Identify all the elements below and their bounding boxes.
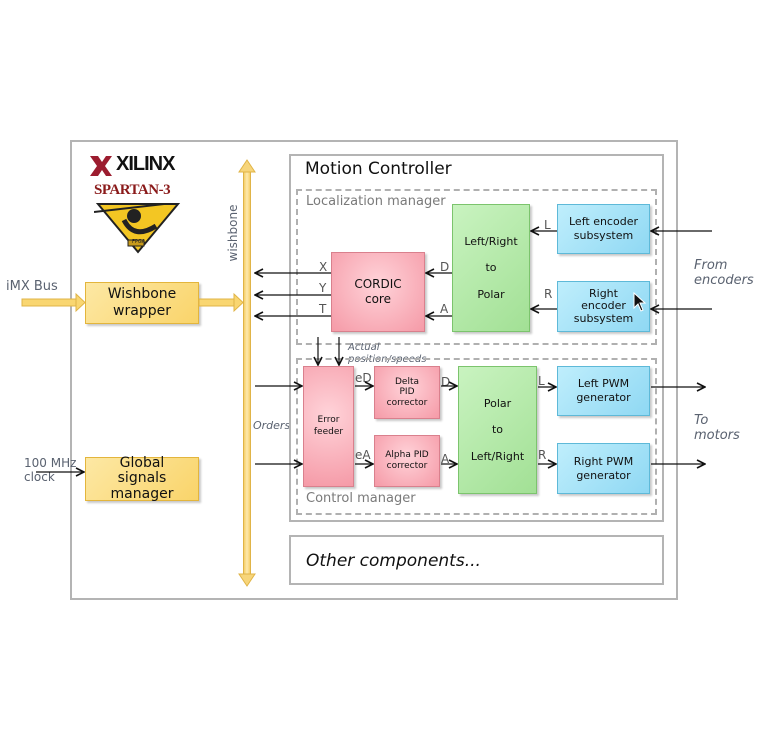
alpha-pid-block[interactable]: Alpha PID corrector [374,435,440,487]
other-components-frame[interactable] [289,535,664,585]
actual-label-line1: Actual [348,342,380,353]
motion-controller-title: Motion Controller [305,159,452,179]
signal-r-ctl: R [538,448,547,462]
signal-d-ctl: D [441,375,451,389]
clock-label-line1: 100 MHz [24,456,77,470]
left-encoder-block[interactable]: Left encoder subsystem [557,204,650,254]
signal-l-loc: L [544,218,551,232]
from-encoders-label-line2: encoders [694,273,754,288]
signal-t: T [319,302,327,316]
cordic-core-block[interactable]: CORDIC core [331,252,425,332]
lr-to-polar-block[interactable]: Left/Right to Polar [452,204,530,332]
to-motors-label-line2: motors [694,428,740,443]
imx-bus-label: iMX Bus [6,279,58,294]
signal-d-loc: D [440,260,450,274]
polar-to-lr-block[interactable]: Polar to Left/Right [458,366,537,494]
localization-manager-frame [296,189,657,345]
delta-pid-block[interactable]: Delta PID corrector [374,366,440,419]
signal-l-ctl: L [538,374,545,388]
signal-a-loc: A [440,302,449,316]
signal-a-ctl: A [441,452,450,466]
logo-brand-text: XILINX [116,153,175,175]
right-pwm-block[interactable]: Right PWM generator [557,443,650,494]
wishbone-wrapper-block[interactable]: Wishbone wrapper [85,282,199,324]
global-signals-manager-block[interactable]: Global signals manager [85,455,199,501]
xilinx-mark-icon [90,156,112,176]
signal-ed: eD [355,371,372,385]
signal-r-loc: R [544,287,553,301]
mouse-cursor-icon [633,292,647,312]
localization-manager-title: Localization manager [306,194,446,209]
wishbone-bus [243,168,251,578]
from-encoders-label-line1: From [694,258,728,273]
signal-ea: eA [355,448,371,462]
clock-label-line2: clock [24,470,55,484]
logo-badge-text: FPGA [132,239,146,245]
to-motors-label-line1: To [694,413,709,428]
signal-x: X [319,260,328,274]
wishbone-label: wishbone [226,204,240,262]
error-feeder-block[interactable]: Error feeder [303,366,354,487]
xilinx-logo: XILINX SPARTAN-3 FPGA [88,150,183,255]
spartan-warrior-icon [94,203,181,254]
other-components-label: Other components... [306,551,481,571]
control-manager-frame [296,358,657,515]
left-pwm-block[interactable]: Left PWM generator [557,366,650,416]
logo-product-text: SPARTAN-3 [94,182,171,198]
control-manager-title: Control manager [306,491,416,506]
signal-y: Y [319,281,327,295]
orders-label: Orders [253,419,291,432]
